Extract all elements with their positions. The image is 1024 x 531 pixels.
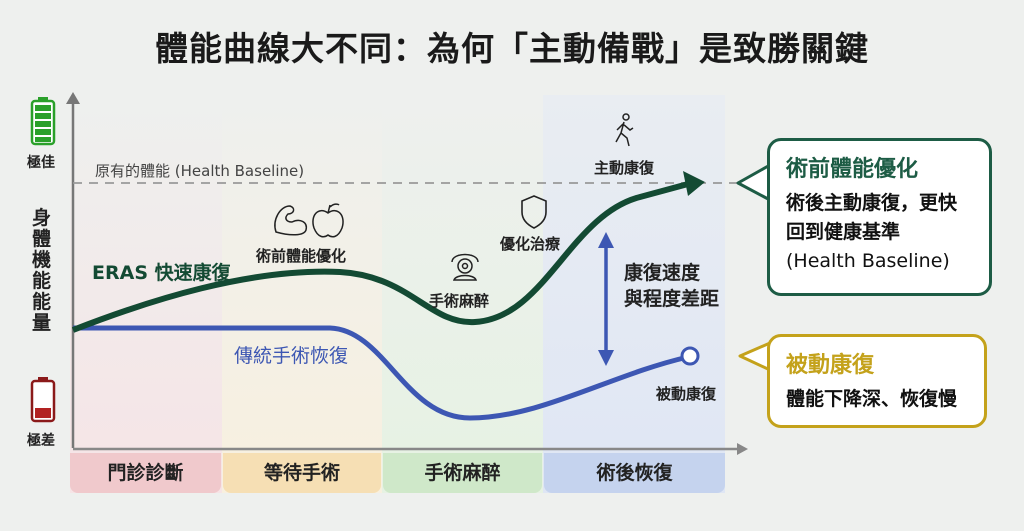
page-title: 體能曲線大不同：為何「主動備戰」是致勝關鍵 [155,29,869,68]
callout-active-tail [736,163,772,202]
y-axis-title: 身體機能能量 [32,207,52,334]
eras-curve-label: ERAS 快速康復 [92,262,231,284]
phase-band-postop [543,95,725,493]
traditional-curve [73,325,689,421]
callout-passive: 被動康復 體能下降深、恢復慢 [767,334,987,428]
traditional-curve-label: 傳統手術恢復 [234,345,349,367]
phase-waiting: 等待手術 [223,453,381,493]
anesthesia-annotation: 手術麻醉 [429,292,490,310]
phase-postop: 術後恢復 [544,453,725,493]
gap-arrow-bottom [598,350,614,366]
callout-passive-title: 被動康復 [786,353,875,378]
battery-full-icon [30,97,56,146]
phase-band-diagnosis [70,95,222,493]
optimized-annotation: 優化治療 [500,235,561,253]
battery-low-icon [30,377,56,423]
prehab-annotation: 術前體能優化 [256,247,347,265]
gap-annotation-line2: 與程度差距 [624,288,720,310]
gap-annotation-line1: 康復速度 [624,262,701,284]
eras-arrowhead [683,171,705,196]
callout-passive-line: 體能下降深、恢復慢 [786,388,958,410]
y-axis-arrow [66,92,80,104]
x-axis-arrow [737,443,748,455]
callout-passive-tail [738,341,772,372]
eras-curve [71,181,689,333]
walking-person-icon [615,113,634,147]
baseline-label: 原有的體能 (Health Baseline) [95,162,305,180]
callout-active-line: 術後主動康復，更快 [786,192,958,214]
phase-diagnosis: 門診診斷 [70,453,221,493]
phase-surgery: 手術麻醉 [383,453,542,493]
callout-active: 術前體能優化 術後主動康復，更快 回到健康基準 (Health Baseline… [767,138,992,296]
callout-active-line: (Health Baseline) [786,250,950,272]
callout-active-title: 術前體能優化 [786,157,919,182]
callout-active-line: 回到健康基準 [786,221,901,243]
passive-end-marker [680,346,700,366]
y-axis-bottom-label: 極差 [27,433,55,449]
anesthesia-icon [451,253,479,281]
shield-icon [521,195,547,229]
passive-annotation: 被動康復 [656,385,717,403]
gap-arrow-top [598,232,614,248]
active-annotation: 主動康復 [594,159,655,177]
y-axis-top-label: 極佳 [27,155,55,171]
muscle-icon [274,205,308,236]
phase-band-waiting [222,95,382,493]
apple-icon [312,203,344,238]
